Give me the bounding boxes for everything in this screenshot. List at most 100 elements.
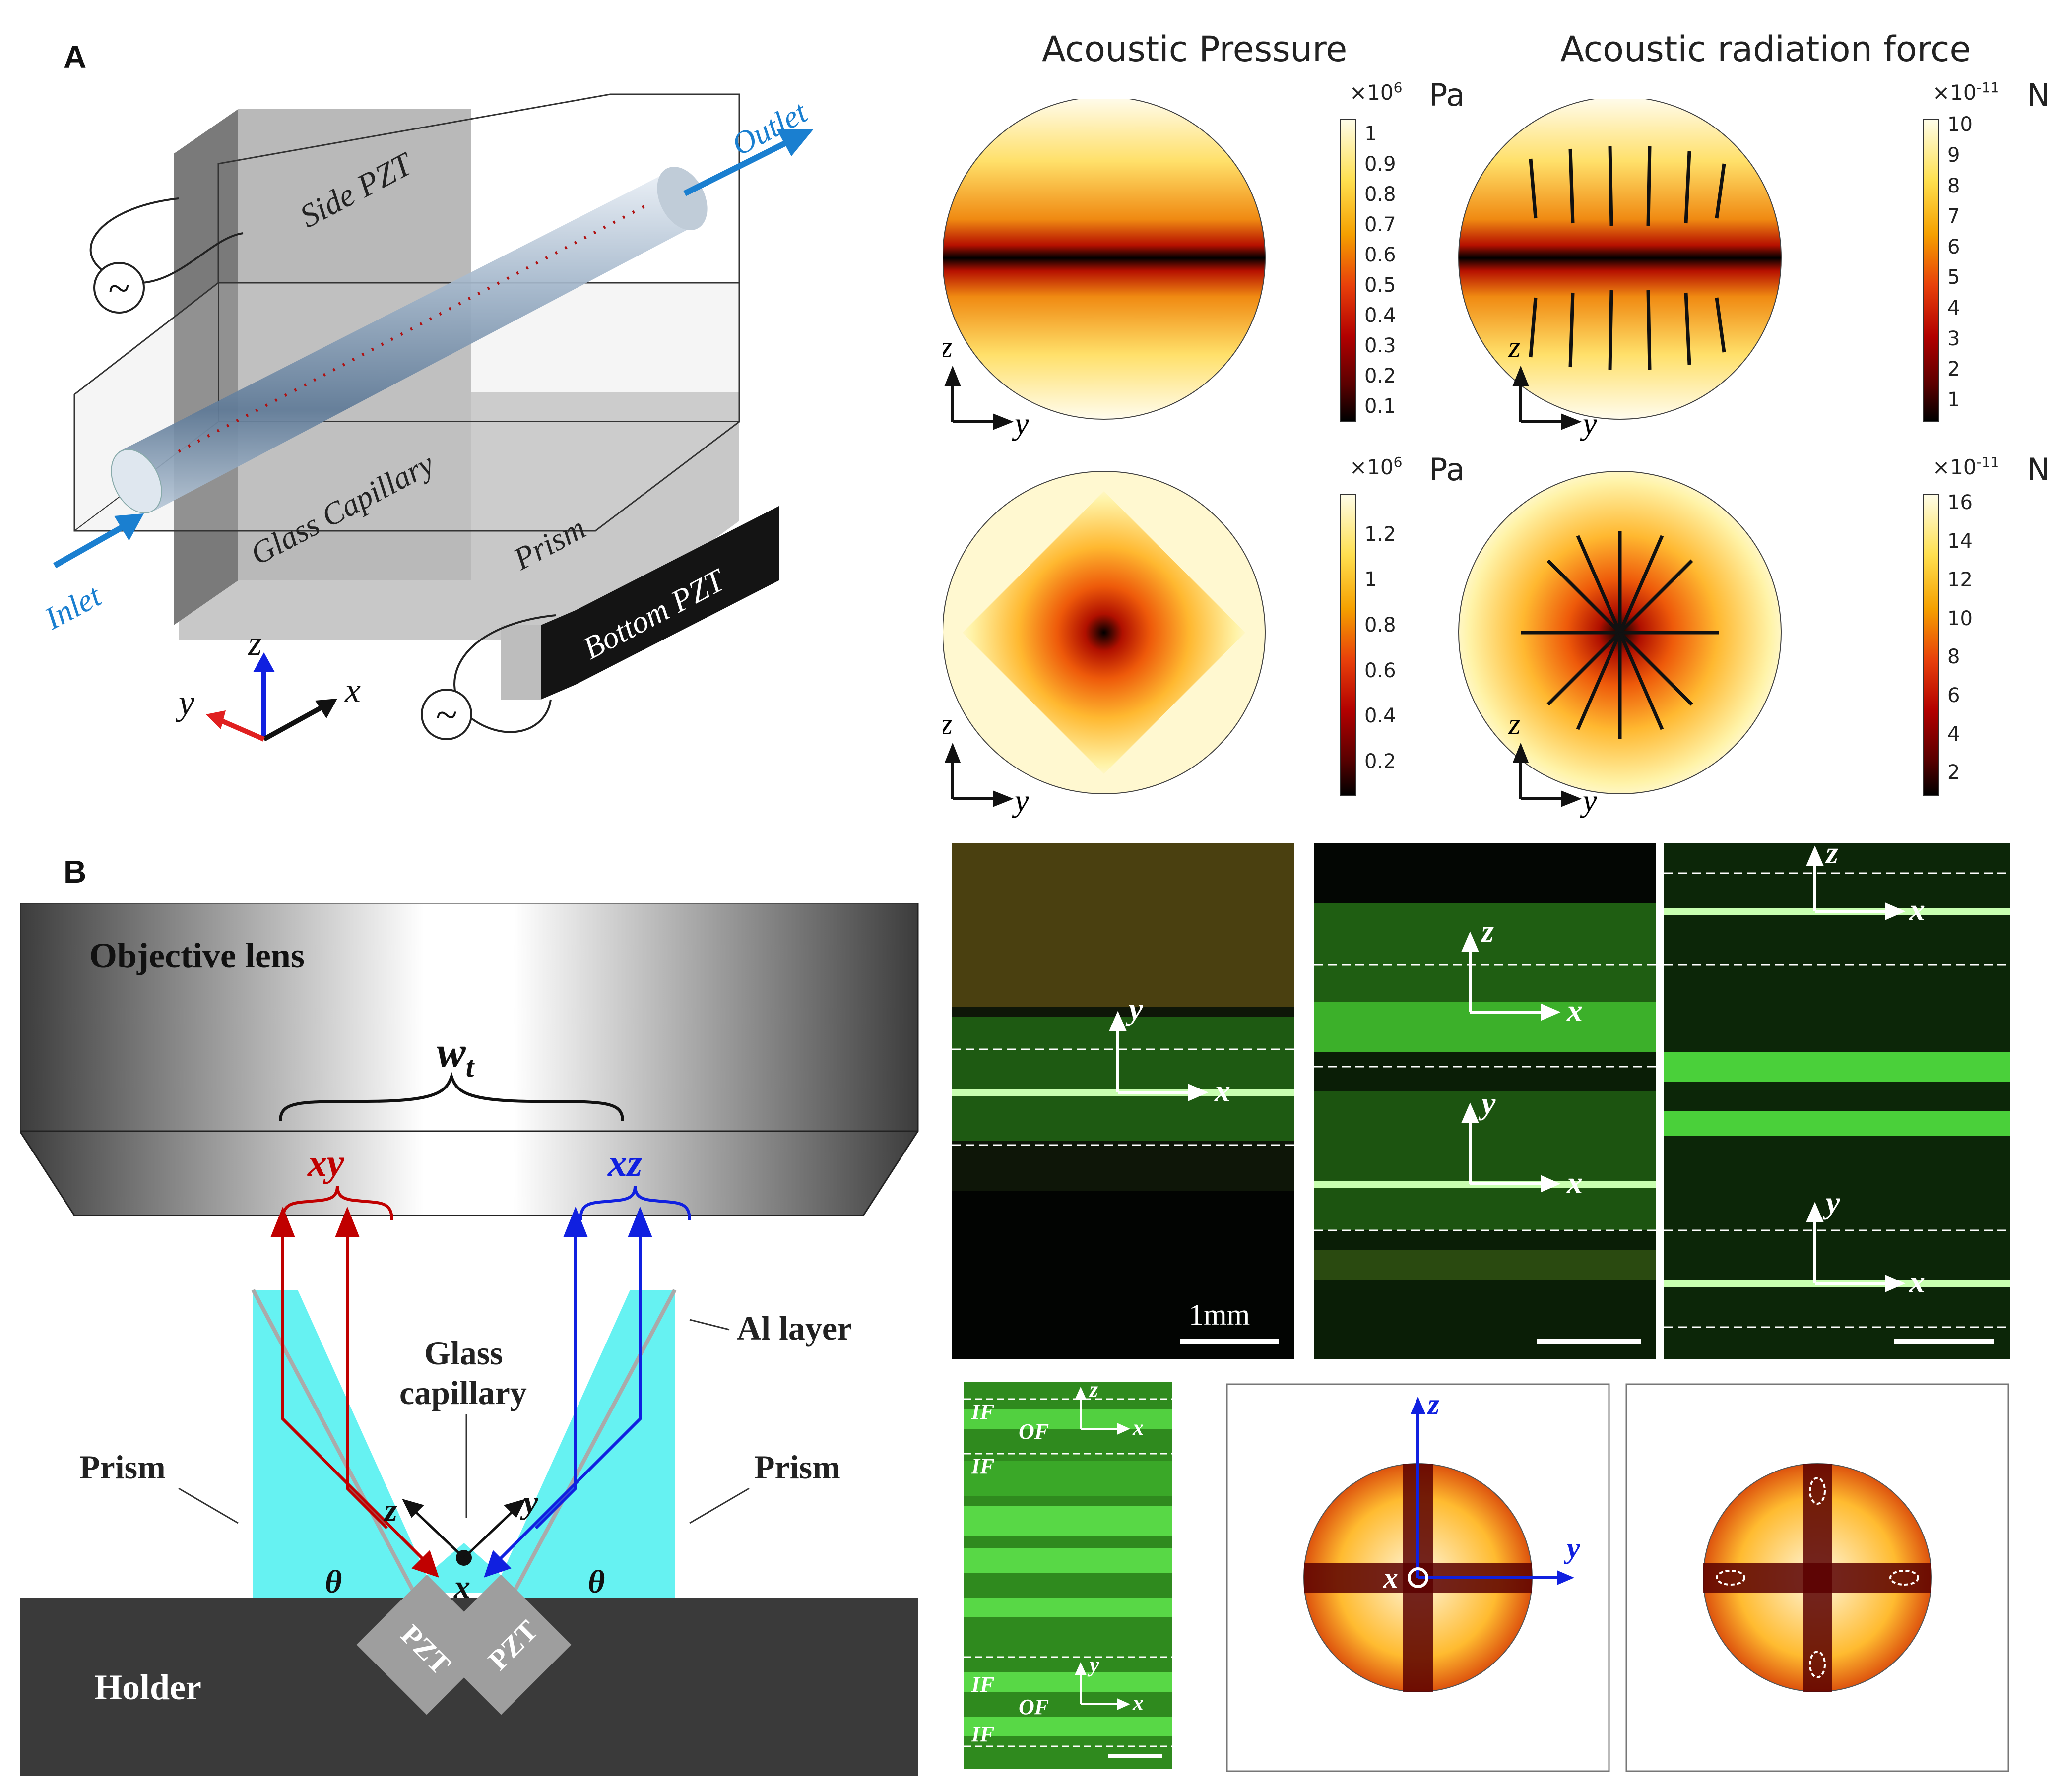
side-source-icon (93, 262, 145, 314)
colorbar-tick-label: 0.4 (1364, 704, 1396, 728)
pressure-title: Acoustic Pressure (1042, 29, 1348, 69)
side-source-symbol: ~ (108, 267, 129, 311)
m4-axis-y: y (1087, 1653, 1099, 1677)
micrograph-xz-xy-double (1314, 843, 1656, 1359)
m3-axis-x1: x (1909, 892, 1925, 927)
panel-b-label: B (64, 854, 87, 890)
inlet-label: Inlet (38, 577, 108, 637)
quadrupole-field-axes (1226, 1383, 1610, 1772)
axis-z-4: z (1508, 706, 1521, 741)
if-label-1: IF (971, 1400, 994, 1424)
pressure-colorbar-top (1340, 119, 1356, 422)
schematic-axis-x: x (344, 670, 361, 710)
right-prism (491, 1290, 675, 1598)
axis-triad-force-top (1512, 365, 1582, 430)
objective-lens-label: Objective lens (89, 936, 305, 975)
axis-z-2: z (1508, 329, 1521, 364)
colorbar-tick-label: 2 (1947, 358, 1960, 381)
device-schematic: ~ ~ Side PZT Outlet Inlet Glass Capillar… (38, 93, 814, 742)
colorbar-tick-label: 0.8 (1364, 614, 1396, 637)
force-multiplier-bottom: ×10-11 (1932, 454, 1999, 479)
bottom-source-symbol: ~ (436, 694, 457, 737)
m2-axis-z: z (1481, 913, 1494, 949)
colorbar-tick-label: 7 (1947, 205, 1960, 228)
colorbar-tick-label: 0.6 (1364, 243, 1396, 266)
pressure-field-top (943, 99, 1266, 420)
force-unit-bottom: N (2027, 451, 2050, 488)
colorbar-tick-label: 0.2 (1364, 750, 1396, 773)
colorbar-tick-label: 4 (1947, 722, 1960, 746)
micrograph-if-of (964, 1382, 1172, 1769)
xz-label: xz (607, 1141, 643, 1184)
schematic-axis-z: z (248, 623, 262, 663)
setup-diagram: Objective lens wt xy xz Holder PZT PZT z (20, 903, 919, 1776)
bottom-pzt-block (541, 506, 779, 700)
pressure-colorbar-bottom (1340, 494, 1356, 796)
pressure-unit-top: Pa (1429, 77, 1465, 113)
colorbar-tick-label: 0.4 (1364, 304, 1396, 327)
scale-bar-label: 1mm (1189, 1298, 1250, 1331)
wt-label: wt (437, 1028, 475, 1083)
colorbar-tick-label: 0.8 (1364, 183, 1396, 206)
axis-y-2: y (1580, 406, 1597, 441)
axis-triad-pressure-top (944, 365, 1014, 430)
axis-triad-pressure-bottom (944, 742, 1014, 807)
colorbar-tick-label: 9 (1947, 143, 1960, 167)
of-label-1: OF (1019, 1419, 1049, 1444)
colorbar-tick-label: 16 (1947, 491, 1973, 514)
force-colorbar-top (1923, 119, 1939, 422)
theta-left: θ (325, 1564, 342, 1600)
pressure-multiplier-top: ×106 (1350, 79, 1403, 105)
force-field-top (1458, 99, 1782, 420)
setup-axis-x: x (453, 1569, 470, 1605)
m4-axis-z: z (1089, 1377, 1098, 1402)
colorbar-tick-label: 1 (1947, 388, 1960, 411)
m3-axis-z: z (1825, 843, 1838, 870)
bottom-source-icon (421, 689, 472, 740)
schematic-axis-triad: z y x (175, 623, 361, 742)
if-label-3: IF (971, 1672, 994, 1697)
m2-axis-x1: x (1566, 993, 1583, 1028)
quadrupole-field-traps (1625, 1383, 2009, 1772)
m4-axis-x1: x (1132, 1415, 1144, 1440)
glass-capillary-line2: capillary (399, 1374, 527, 1411)
colorbar-tick-label: 0.1 (1364, 394, 1396, 418)
colorbar-tick-label: 12 (1947, 568, 1973, 591)
force-unit-top: N (2027, 77, 2050, 113)
panel-a-label: A (64, 39, 87, 75)
m3-axis-x2: x (1909, 1264, 1925, 1299)
m1-axis-x: x (1214, 1073, 1230, 1108)
axis-y-1: y (1012, 406, 1029, 441)
colorbar-tick-label: 0.6 (1364, 659, 1396, 682)
pzt-left (356, 1574, 497, 1715)
glass-capillary-line1: Glass (424, 1334, 503, 1372)
axis-y-4: y (1580, 783, 1597, 818)
if-label-2: IF (971, 1454, 994, 1478)
theta-right: θ (588, 1564, 605, 1600)
colorbar-tick-label: 10 (1947, 113, 1973, 136)
quad-axis-y: y (1564, 1532, 1580, 1564)
colorbar-tick-label: 10 (1947, 607, 1973, 630)
colorbar-tick-label: 1.2 (1364, 522, 1396, 546)
force-arrows-bottom (1521, 531, 1719, 739)
setup-axis-y: y (520, 1484, 538, 1521)
xz-optical-path (484, 1206, 652, 1578)
axis-z-1: z (943, 329, 953, 364)
schematic-axis-y: y (175, 683, 194, 722)
colorbar-tick-label: 1 (1364, 122, 1377, 145)
force-multiplier-top: ×10-11 (1932, 79, 1999, 105)
axis-y-3: y (1012, 783, 1029, 818)
m2-axis-x2: x (1566, 1165, 1583, 1200)
m4-axis-x2: x (1132, 1691, 1144, 1715)
pressure-unit-bottom: Pa (1429, 451, 1465, 488)
holder-label: Holder (94, 1667, 201, 1707)
colorbar-tick-label: 0.7 (1364, 213, 1396, 236)
quad-axis-x: x (1383, 1561, 1398, 1594)
axis-z-3: z (943, 706, 953, 741)
micrograph-xz-xy-stacked (1664, 843, 2010, 1359)
outlet-arrow (683, 138, 790, 196)
xy-label: xy (307, 1141, 344, 1184)
colorbar-tick-label: 4 (1947, 297, 1960, 320)
force-arrows-top (1529, 146, 1726, 370)
setup-axis-z: z (384, 1492, 397, 1528)
